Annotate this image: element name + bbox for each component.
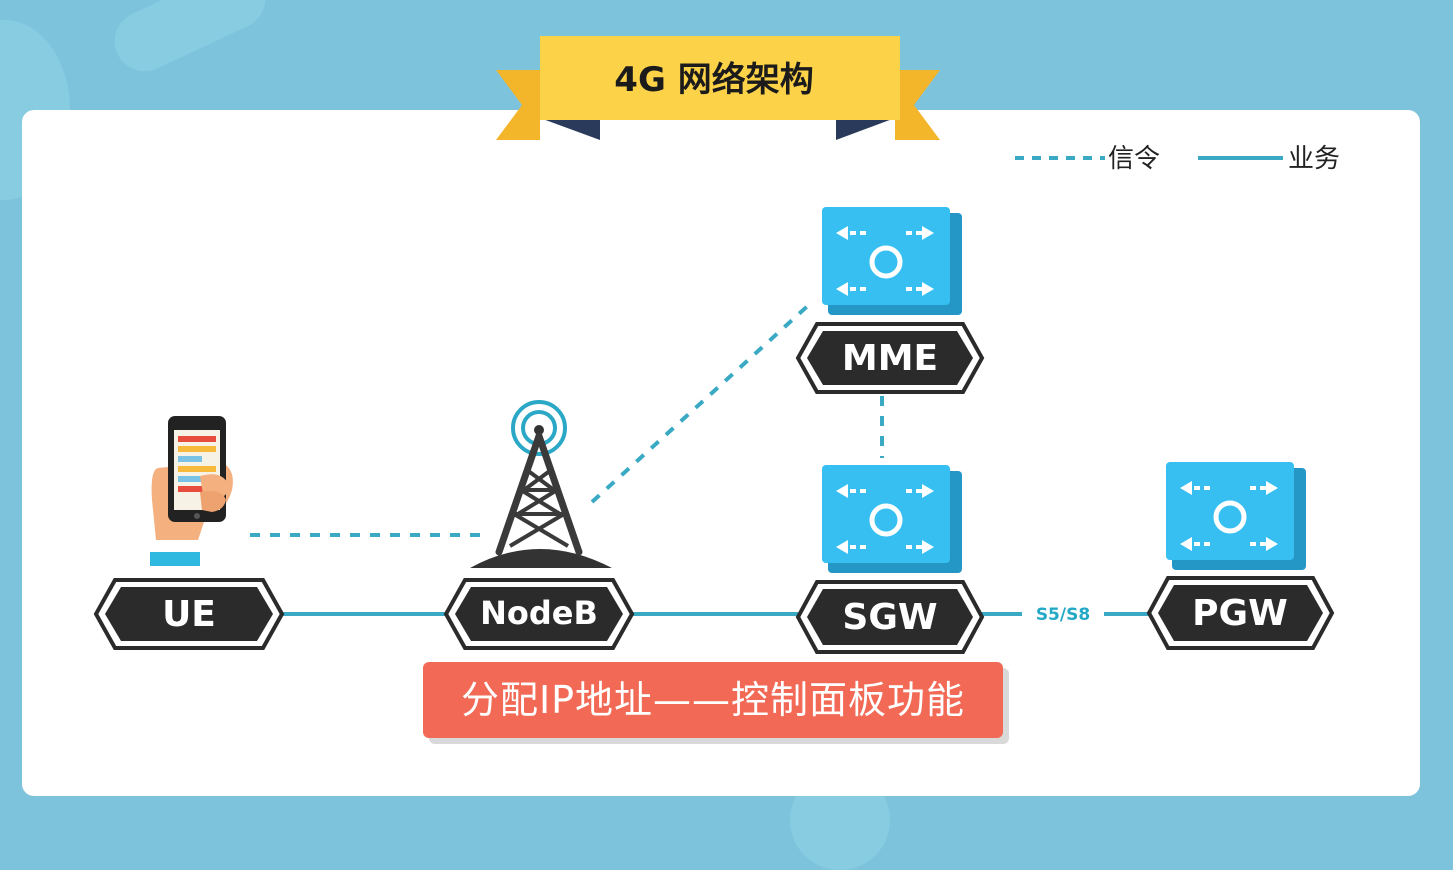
- node-sgw: SGW: [795, 580, 985, 654]
- callout-ip-allocation: 分配IP地址——控制面板功能: [423, 662, 1003, 738]
- network-diagram: 4G 网络架构 信令 业务 S5/S8: [93, 36, 1340, 654]
- signaling-links: [250, 300, 884, 537]
- node-label-pgw: PGW: [1192, 593, 1288, 634]
- interface-label-s5-s8: S5/S8: [1036, 605, 1090, 625]
- node-ue: UE: [93, 578, 285, 650]
- node-pgw: PGW: [1146, 576, 1335, 650]
- node-nodeb: NodeB: [443, 578, 635, 650]
- node-label-sgw: SGW: [842, 597, 937, 638]
- node-label-mme: MME: [842, 338, 938, 379]
- pgw-router-icon: [1166, 462, 1306, 570]
- node-label-ue: UE: [162, 594, 216, 635]
- legend: 信令 业务: [1015, 144, 1340, 174]
- page-title: 4G 网络架构: [614, 60, 813, 100]
- radio-tower-icon: [470, 400, 612, 568]
- smartphone-in-hand-icon: [150, 416, 233, 566]
- legend-service-label: 业务: [1288, 144, 1340, 174]
- link-nodeb-mme-signaling: [590, 300, 814, 504]
- mme-router-icon: [822, 207, 962, 315]
- title-banner: 4G 网络架构: [496, 36, 940, 140]
- node-mme: MME: [795, 322, 985, 394]
- legend-signaling-label: 信令: [1108, 144, 1160, 174]
- node-label-nodeb: NodeB: [480, 594, 598, 632]
- sgw-router-icon: [822, 465, 962, 573]
